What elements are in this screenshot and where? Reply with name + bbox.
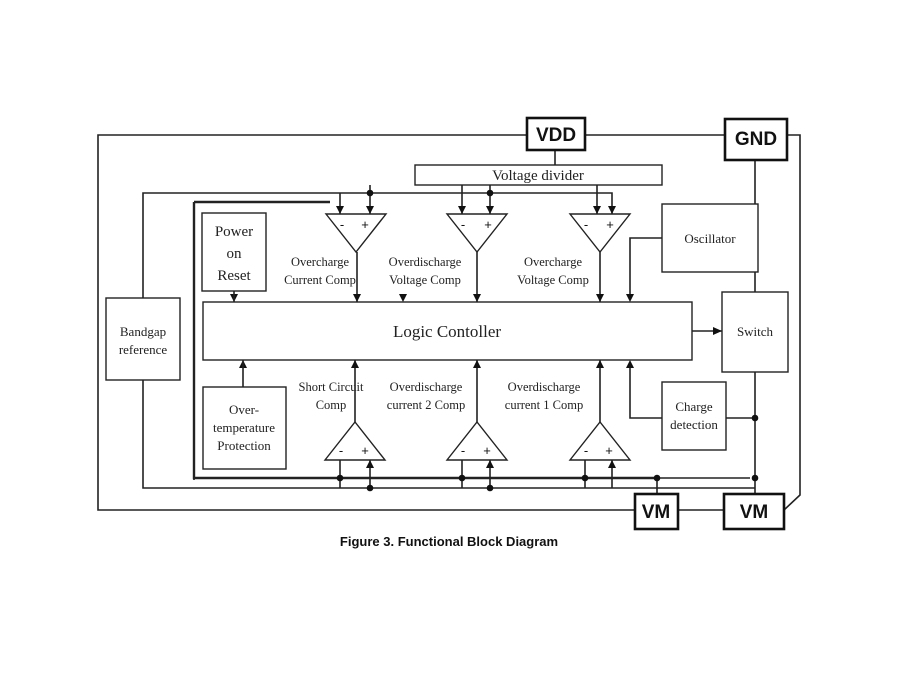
- vm-right-label: VM: [740, 502, 769, 523]
- comparator-label-line-1: Short Circuit: [299, 380, 364, 394]
- comparator-plus: +: [484, 217, 492, 232]
- comparator-plus: +: [605, 443, 613, 458]
- charge-detection-block: Charge detection: [661, 381, 727, 451]
- logic-controller-label: Logic Contoller: [393, 322, 501, 341]
- oscillator-label: Oscillator: [684, 231, 736, 246]
- over-temp-line-2: temperature: [213, 420, 275, 435]
- arrowheads: [230, 206, 722, 468]
- comparator-minus: -: [461, 443, 465, 458]
- comparator-overdischarge-current-2: - + Overdischarge current 2 Comp: [387, 380, 509, 461]
- comparator-label-line-1: Overdischarge: [389, 255, 462, 269]
- comparator-label-line-1: Overcharge: [524, 255, 583, 269]
- bandgap-line-1: Bandgap: [120, 324, 166, 339]
- comparator-minus: -: [339, 443, 343, 458]
- vm-left-label: VM: [642, 502, 671, 523]
- over-temp-line-3: Protection: [217, 438, 271, 453]
- comparator-label-line-2: Current Comp: [284, 273, 356, 287]
- oscillator-block: Oscillator: [661, 203, 759, 273]
- comparator-plus: +: [483, 443, 491, 458]
- comparator-label-line-2: current 1 Comp: [505, 398, 583, 412]
- bandgap-reference-block: Bandgap reference: [105, 297, 181, 381]
- bandgap-wiring: [142, 192, 755, 489]
- over-temp-line-1: Over-: [229, 402, 259, 417]
- comparator-output-wires: [354, 252, 601, 422]
- voltage-divider-label: Voltage divider: [492, 168, 584, 184]
- charge-detection-line-1: Charge: [675, 399, 713, 414]
- comparator-label-line-2: Voltage Comp: [517, 273, 589, 287]
- vdd-pin: VDD: [525, 116, 587, 152]
- junction-dots: [336, 189, 759, 492]
- comparator-minus: -: [584, 217, 588, 232]
- comparator-minus: -: [461, 217, 465, 232]
- comparator-overdischarge-voltage: - + Overdischarge Voltage Comp: [389, 213, 509, 287]
- figure-caption: Figure 3. Functional Block Diagram: [340, 534, 558, 549]
- power-on-reset-line-3: Reset: [217, 268, 251, 284]
- side-wiring: [629, 237, 755, 419]
- bandgap-line-2: reference: [119, 342, 168, 357]
- comparator-plus: +: [606, 217, 614, 232]
- comparator-plus: +: [361, 217, 369, 232]
- bottom-comparator-inputs: [339, 460, 613, 488]
- comparator-overdischarge-current-1: - + Overdischarge current 1 Comp: [505, 380, 632, 461]
- comparator-plus: +: [361, 443, 369, 458]
- charge-detection-line-2: detection: [670, 417, 718, 432]
- divider-taps: [339, 185, 598, 214]
- comparator-overcharge-current: - + Overcharge Current Comp: [284, 213, 388, 287]
- power-on-reset-line-1: Power: [215, 224, 253, 240]
- comparator-minus: -: [584, 443, 588, 458]
- comparator-minus: -: [340, 217, 344, 232]
- voltage-divider-block: Voltage divider: [414, 164, 663, 186]
- comparator-label-line-2: Voltage Comp: [389, 273, 461, 287]
- comparator-overcharge-voltage: - + Overcharge Voltage Comp: [517, 213, 632, 287]
- over-temperature-block: Over- temperature Protection: [202, 386, 287, 470]
- comparator-label-line-1: Overdischarge: [508, 380, 581, 394]
- vm-pin-right: VM: [722, 492, 786, 531]
- comparator-label-line-1: Overcharge: [291, 255, 350, 269]
- ic-boundary: [192, 200, 655, 480]
- comparator-label-line-1: Overdischarge: [390, 380, 463, 394]
- vm-pin-left: VM: [633, 492, 680, 531]
- comparator-label-line-2: current 2 Comp: [387, 398, 465, 412]
- vdd-label: VDD: [536, 125, 576, 146]
- comparator-label-line-2: Comp: [316, 398, 347, 412]
- switch-block: Switch: [721, 291, 789, 373]
- switch-label: Switch: [737, 324, 774, 339]
- comparator-short-circuit: - + Short Circuit Comp: [299, 380, 387, 461]
- power-on-reset-block: Power on Reset: [201, 212, 267, 292]
- logic-controller-block: Logic Contoller: [202, 301, 693, 361]
- power-on-reset-line-2: on: [227, 246, 243, 262]
- gnd-pin: GND: [723, 117, 789, 162]
- gnd-label: GND: [735, 129, 777, 150]
